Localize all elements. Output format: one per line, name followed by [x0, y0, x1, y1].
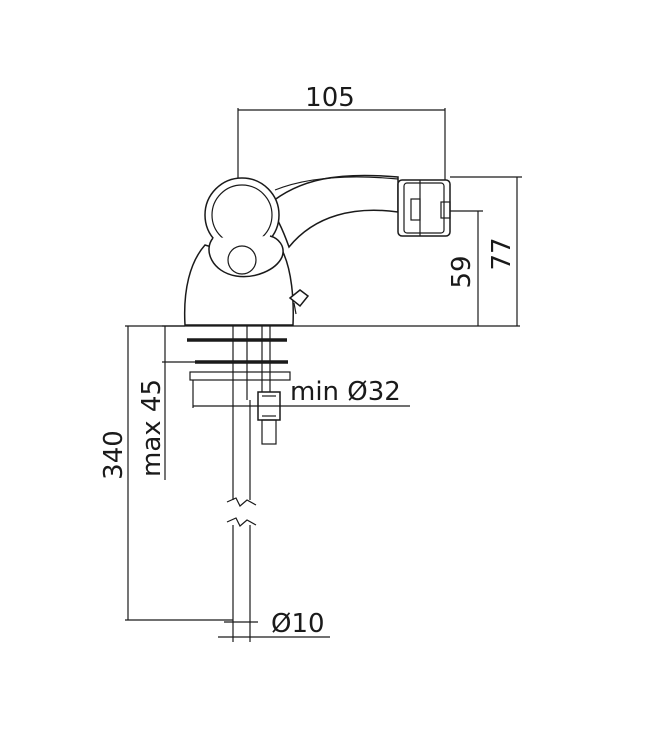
- dim-label-105: 105: [305, 83, 355, 113]
- dimension-deck-thickness: max 45: [137, 325, 195, 480]
- supply-pipe: [224, 388, 258, 623]
- dimension-heights: 59 77: [447, 176, 522, 326]
- dimension-total-length: 340: [99, 325, 233, 621]
- dim-label-min32: min Ø32: [290, 377, 401, 407]
- dim-label-10: Ø10: [271, 609, 325, 639]
- dim-label-340: 340: [99, 430, 129, 480]
- dimension-width: 105: [237, 83, 446, 180]
- dimension-pipe: Ø10: [218, 609, 330, 642]
- dim-label-max45: max 45: [137, 379, 167, 477]
- deck: [185, 325, 520, 445]
- dim-label-77: 77: [487, 237, 517, 270]
- mixer-body: [183, 174, 451, 326]
- dim-label-59: 59: [447, 255, 477, 288]
- dimension-hole: min Ø32: [192, 377, 410, 408]
